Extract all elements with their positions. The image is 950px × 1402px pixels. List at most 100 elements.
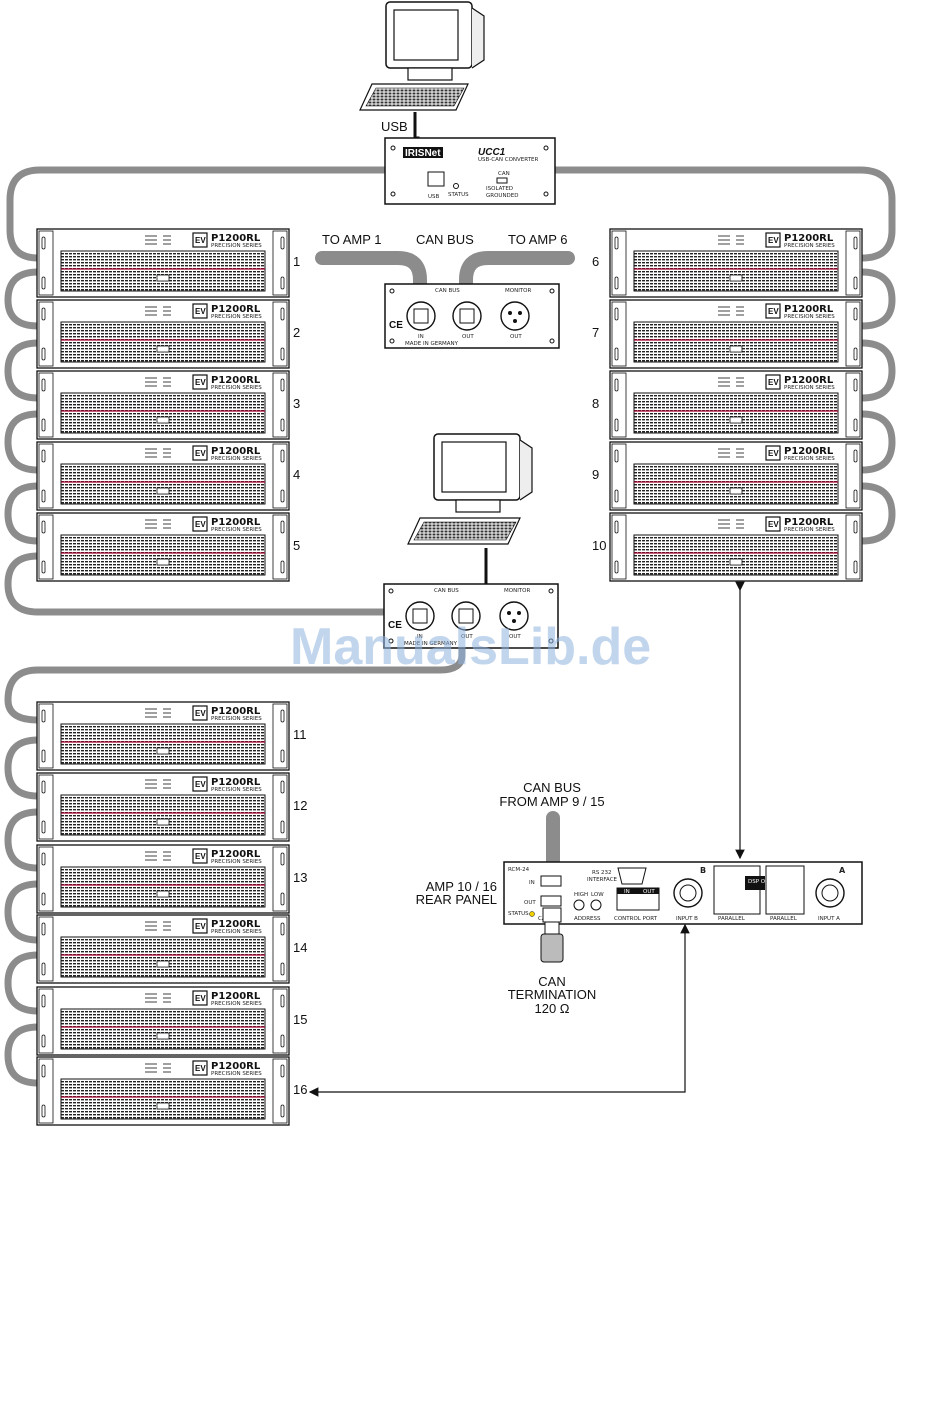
amp-number: 5: [293, 538, 300, 553]
amp-number: 14: [293, 940, 307, 955]
panel-monitor-xlr: [500, 301, 530, 331]
amp-line1: PRECISION SERIES: [211, 456, 262, 462]
ctrl-in: IN: [624, 889, 630, 895]
usb-label: USB: [381, 119, 408, 134]
rcm-interface: INTERFACE: [587, 877, 618, 883]
cable-amp6-amp7: [858, 268, 896, 330]
amp-line1: PRECISION SERIES: [211, 716, 262, 722]
cable-converter-to-amp1: [6, 166, 389, 262]
panel-monitor-out: OUT: [510, 334, 522, 340]
cable-amp2-amp3: [4, 339, 42, 402]
amp-model: P1200RL: [211, 849, 261, 860]
amp-logo-text: EV: [195, 378, 206, 387]
amp-logo-text: EV: [768, 520, 779, 529]
ce-mark: CE: [388, 620, 402, 631]
converter-usb-label: USB: [428, 194, 440, 200]
amp-model: P1200RL: [211, 919, 261, 930]
amp-line1: PRECISION SERIES: [784, 314, 835, 320]
amp-number: 15: [293, 1012, 307, 1027]
rcm-input-a: INPUT A: [818, 916, 840, 922]
cable-amp12-amp13: [4, 808, 42, 872]
ev-logo-icon: [765, 445, 781, 461]
termination-line3: 120 Ω: [534, 1001, 569, 1016]
amp-line1: PRECISION SERIES: [784, 243, 835, 249]
watermark: ManualsLib.de: [290, 618, 651, 676]
amp-number: 1: [293, 254, 300, 269]
amp-model: P1200RL: [784, 233, 834, 244]
cable-amp14-amp15: [4, 951, 42, 1015]
rcm-in: IN: [529, 880, 535, 886]
converter-grounded: GROUNDED: [486, 193, 519, 199]
amp-line1: PRECISION SERIES: [211, 929, 262, 935]
amp-model: P1200RL: [784, 517, 834, 528]
termination-line1: CAN: [538, 974, 565, 989]
rcm-high: HIGH: [574, 892, 588, 898]
amp-line1: PRECISION SERIES: [784, 385, 835, 391]
ev-logo-icon: [192, 303, 208, 319]
rcm-out: OUT: [524, 900, 536, 906]
cable-amp15-amp16: [4, 1023, 42, 1087]
ev-logo-icon: [765, 232, 781, 248]
ev-logo-icon: [192, 516, 208, 532]
cable-panel-to-amp11: [4, 608, 466, 724]
rcm-parallel-b: PARALLEL: [718, 916, 746, 922]
rs232-connector: [617, 867, 647, 885]
rcm-rs232: RS 232: [592, 870, 612, 876]
amp-model: P1200RL: [784, 446, 834, 457]
amp-line1: PRECISION SERIES: [211, 314, 262, 320]
amp-logo-text: EV: [195, 236, 206, 245]
amp-line1: PRECISION SERIES: [211, 1001, 262, 1007]
converter-subtitle: USB-CAN CONVERTER: [478, 157, 539, 163]
panel-in: IN: [417, 634, 423, 640]
panel-can-bus: CAN BUS: [435, 288, 460, 294]
cable-amp9-amp10: [858, 482, 896, 545]
panel-monitor: MONITOR: [505, 288, 531, 294]
amp-number: 3: [293, 396, 300, 411]
panel-monitor-xlr: [499, 601, 529, 631]
amp-line1: PRECISION SERIES: [211, 243, 262, 249]
converter-isolated: ISOLATED: [486, 186, 513, 192]
rcm-low: LOW: [591, 892, 604, 898]
converter-status: STATUS: [448, 192, 469, 198]
panel-out: OUT: [461, 634, 473, 640]
amp-logo-text: EV: [195, 780, 206, 789]
ev-logo-icon: [765, 374, 781, 390]
address-low-knob: [590, 899, 602, 911]
amp-number: 12: [293, 798, 307, 813]
rcm-dsp-out: DSP OUT: [748, 879, 773, 885]
amp-line1: PRECISION SERIES: [784, 527, 835, 533]
amp-logo-text: EV: [195, 922, 206, 931]
rear-panel-line1: AMP 10 / 16: [426, 879, 497, 894]
amp-logo-text: EV: [768, 449, 779, 458]
rcm-input-b: INPUT B: [676, 916, 698, 922]
ev-logo-icon: [192, 1060, 208, 1076]
status-led: [453, 183, 459, 189]
termination-line2: TERMINATION: [508, 987, 597, 1002]
amp-number: 2: [293, 325, 300, 340]
cable-to-amp6: [459, 251, 575, 317]
amp-model: P1200RL: [211, 777, 261, 788]
rcm-address: ADDRESS: [574, 916, 601, 922]
amp-model: P1200RL: [211, 1061, 261, 1072]
can-bus-from-line1: CAN BUS: [523, 780, 581, 795]
can-termination-plug: [540, 907, 564, 963]
cable-amp7-amp8: [858, 339, 896, 402]
cable-amp1-amp2: [4, 268, 42, 330]
rear-panel-line2: REAR PANEL: [416, 892, 497, 907]
amp-logo-text: EV: [768, 307, 779, 316]
amp-number: 9: [592, 467, 599, 482]
cable-amp5-panel: [4, 552, 422, 616]
amp-logo-text: EV: [195, 1064, 206, 1073]
ev-logo-icon: [192, 374, 208, 390]
to-amp-6-label: TO AMP 6: [508, 232, 568, 247]
amp-number: 11: [293, 727, 307, 742]
panel-monitor-out: OUT: [509, 634, 521, 640]
cable-amp4-amp5: [4, 482, 42, 545]
ev-logo-icon: [192, 918, 208, 934]
